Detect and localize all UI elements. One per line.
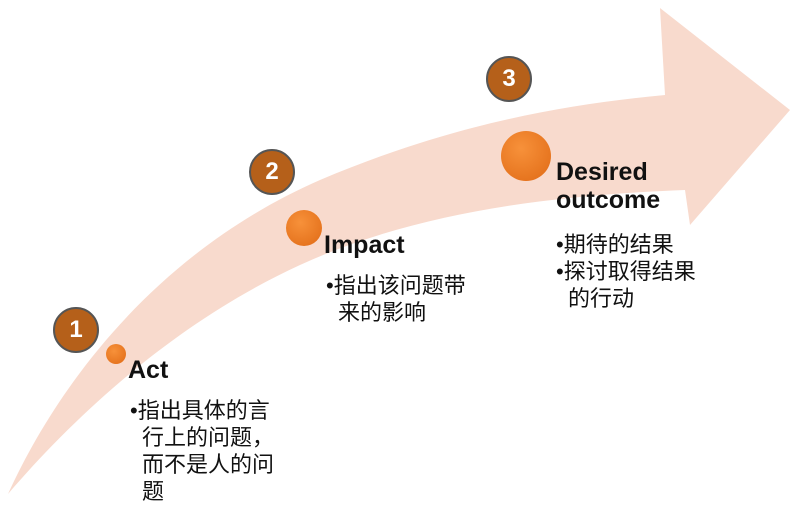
- step-2-bullets: •指出该问题带来的影响: [326, 272, 476, 326]
- step-1-dot: [106, 344, 126, 364]
- bullet: •探讨取得结果的行动: [556, 259, 696, 311]
- bullet: •期待的结果: [556, 232, 674, 257]
- bullet: •指出具体的言行上的问题，而不是人的问题: [130, 398, 275, 504]
- step-3-bullets: •期待的结果•探讨取得结果的行动: [556, 231, 706, 312]
- bullet: •指出该问题带来的影响: [326, 273, 466, 325]
- step-1-bullets: •指出具体的言行上的问题，而不是人的问题: [130, 397, 280, 505]
- step-2-title: Impact: [324, 231, 405, 259]
- step-3-dot: [501, 131, 551, 181]
- step-3-title: Desired outcome: [556, 158, 661, 214]
- step-2-number: 2: [249, 149, 295, 195]
- step-1-title: Act: [128, 356, 169, 384]
- step-2-dot: [286, 210, 322, 246]
- step-1-number: 1: [53, 307, 99, 353]
- step-3-number: 3: [486, 56, 532, 102]
